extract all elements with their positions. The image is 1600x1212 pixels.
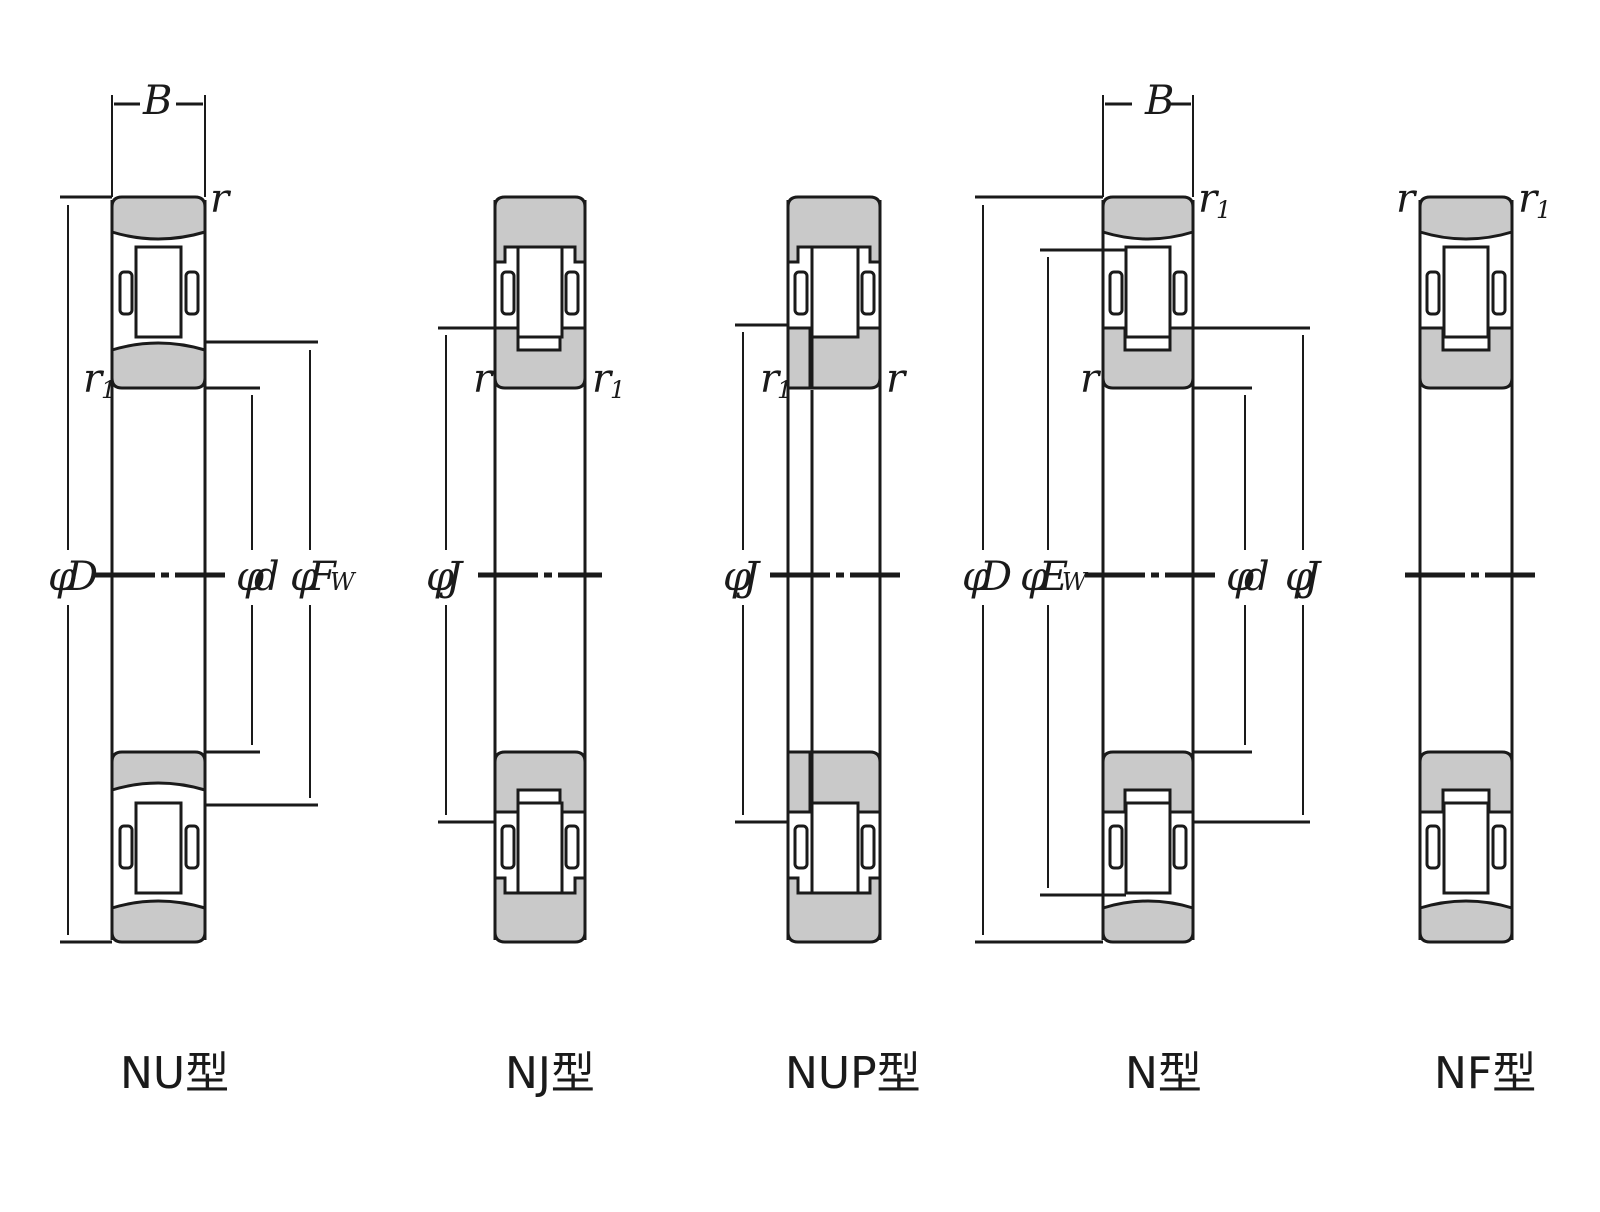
nu-r-label: r [210,176,232,222]
nup-r1-sub: 1 [777,376,792,404]
bearing-n: B r 1 r φ D φ E W φ d φ J N型 [962,78,1322,1099]
n-phi-j: φ [1285,554,1313,600]
n-caption: N型 [1125,1048,1202,1099]
n-r1-label: r [1198,176,1220,222]
n-phi-d-inner: φ [1226,554,1254,600]
n-d-label: d [1244,554,1270,600]
n-r-label: r [1080,356,1102,402]
bearing-nu: B r r 1 φ D φ d φ F W NU型 [48,78,357,1099]
nu-w-sub: W [330,568,357,596]
nj-phi-j: φ [426,554,454,600]
n-D-label: D [979,554,1012,600]
nu-caption: NU型 [120,1048,229,1099]
nup-r-label: r [886,356,908,402]
nu-b-label: B [142,78,172,124]
nu-d-label: d [254,554,280,600]
nj-caption: NJ型 [505,1048,595,1099]
n-E-label: E [1038,554,1068,600]
nu-D-label: D [65,554,98,600]
nj-r1-sub: 1 [610,376,625,404]
bearing-nj: r r 1 φ J NJ型 [426,195,625,1099]
nu-F-label: F [307,554,337,600]
nu-r1-sub: 1 [101,376,116,404]
nu-r1-label: r [83,356,105,402]
nup-phi-j: φ [723,554,751,600]
nf-r1-label: r [1518,176,1540,222]
bearing-nf: r r 1 NF型 [1396,176,1551,1099]
n-w-sub: W [1062,568,1089,596]
nu-phi-fw: φ [290,554,318,600]
bearing-nup: r 1 r φ J NUP型 [723,195,921,1099]
n-phi-d-outer: φ [962,554,990,600]
nj-r-label: r [473,356,495,402]
nf-r-label: r [1396,176,1418,222]
n-r1-sub: 1 [1216,196,1231,224]
nf-r1-sub: 1 [1536,196,1551,224]
n-b-label: B [1144,78,1174,124]
nup-r1-label: r [760,356,782,402]
nu-phi-d-inner: φ [236,554,264,600]
nj-r1-label: r [592,356,614,402]
n-phi-ew: φ [1020,554,1048,600]
nu-phi-d-outer: φ [48,554,76,600]
nf-caption: NF型 [1434,1048,1536,1099]
nup-caption: NUP型 [785,1048,921,1099]
